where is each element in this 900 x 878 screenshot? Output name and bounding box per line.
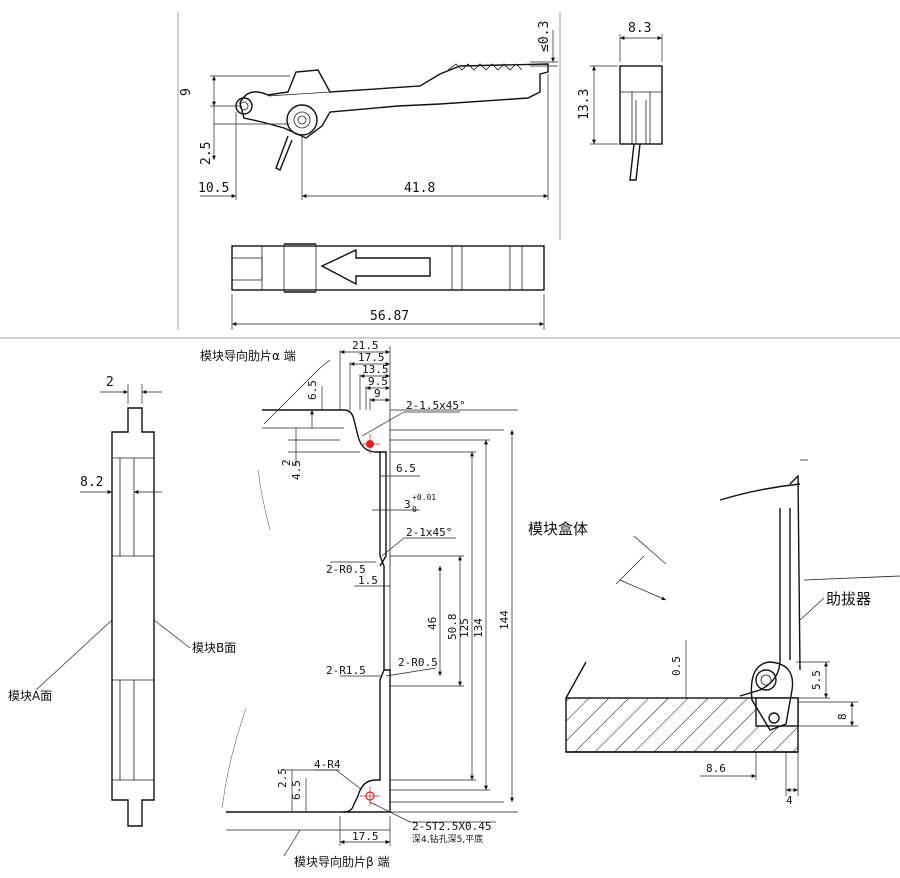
label-thread-note: 深4,钻孔深5,平底 bbox=[412, 833, 483, 845]
dim-6-5-right: 6.5 bbox=[396, 462, 416, 475]
dim-8: 8 bbox=[836, 713, 849, 720]
side-small-view: 8.3 13.3 bbox=[577, 21, 663, 181]
dim-3: 3 bbox=[404, 498, 411, 511]
dim-0-5: 0.5 bbox=[670, 656, 683, 676]
label-face-a: 模块A面 bbox=[8, 689, 52, 703]
label-lever: 助拔器 bbox=[826, 590, 871, 608]
label-thread: 2-ST2.5X0.45 bbox=[412, 820, 491, 833]
label-beta-end: 模块导向肋片β 端 bbox=[294, 854, 389, 869]
label-radius-r05-left: 2-R0.5 bbox=[326, 563, 366, 576]
dim-length-main: 41.8 bbox=[404, 181, 435, 196]
dim-3-tol: +0.01 bbox=[412, 493, 436, 502]
dim-2: 2 bbox=[280, 459, 293, 466]
dim-1-5: 1.5 bbox=[358, 574, 378, 587]
label-radius-r4: 4-R4 bbox=[314, 758, 341, 771]
top-dimensions: 9 2.5 10.5 41.8 ≤0.3 bbox=[179, 21, 558, 200]
dim-125: 125 bbox=[458, 618, 471, 638]
dim-5-5: 5.5 bbox=[810, 670, 823, 690]
center-view: 21.5 17.5 13.5 9.5 9 6.5 2 4.5 模块导向肋片α 端… bbox=[200, 339, 518, 869]
label-alpha-end: 模块导向肋片α 端 bbox=[200, 348, 296, 363]
dim-height-left: 9 bbox=[179, 88, 194, 96]
dim-4: 4 bbox=[786, 794, 793, 807]
dim-6-5-bottom: 6.5 bbox=[290, 780, 303, 800]
box-leader bbox=[633, 535, 667, 565]
label-chamfer-top: 2-1.5x45° bbox=[406, 399, 466, 412]
label-chamfer-mid: 2-1x45° bbox=[406, 526, 452, 539]
dim-21-5: 21.5 bbox=[352, 339, 379, 352]
dim-9-5: 9.5 bbox=[368, 375, 388, 388]
dim-4-5: 4.5 bbox=[290, 460, 303, 480]
dim-depth: 8.2 bbox=[80, 475, 103, 490]
dim-width: 8.3 bbox=[628, 21, 651, 36]
dim-height-side: 13.3 bbox=[577, 89, 592, 120]
dim-46: 46 bbox=[426, 617, 439, 630]
center-top-dims: 21.5 17.5 13.5 9.5 9 6.5 2 4.5 bbox=[280, 339, 391, 480]
label-radius-r05-right: 2-R0.5 bbox=[398, 656, 438, 669]
label-radius-r15: 2-R1.5 bbox=[326, 664, 366, 677]
dim-3-tol-low: 0 bbox=[412, 505, 417, 514]
right-view: 模块盒体 助拔器 0.5 5.5 8 8.6 4 bbox=[528, 459, 900, 807]
dim-top-width: 2 bbox=[106, 375, 114, 390]
dim-left-offset: 10.5 bbox=[198, 181, 229, 196]
dim-50-8: 50.8 bbox=[446, 614, 459, 641]
dim-17-5-top: 17.5 bbox=[358, 351, 385, 364]
dim-gap: ≤0.3 bbox=[537, 21, 552, 52]
dim-17-5-bottom: 17.5 bbox=[352, 830, 379, 843]
label-face-b: 模块B面 bbox=[192, 641, 236, 655]
lever-plan-view: 56.87 bbox=[231, 243, 545, 330]
dim-offset-small: 2.5 bbox=[199, 142, 214, 165]
dim-total-length: 56.87 bbox=[370, 309, 409, 324]
top-view: 9 2.5 10.5 41.8 ≤0.3 bbox=[177, 12, 663, 330]
dim-2-5-bottom: 2.5 bbox=[276, 768, 289, 788]
dim-8-6: 8.6 bbox=[706, 762, 726, 775]
label-box: 模块盒体 bbox=[528, 520, 588, 538]
dim-134: 134 bbox=[472, 618, 485, 638]
dim-9: 9 bbox=[374, 387, 381, 400]
left-view: 2 8.2 模块A面 模块B面 bbox=[8, 375, 236, 827]
lever-profile bbox=[235, 63, 549, 171]
center-right-dims: 46 50.8 125 134 144 bbox=[390, 409, 518, 813]
dim-6-5-top: 6.5 bbox=[306, 380, 319, 400]
dim-144: 144 bbox=[498, 610, 511, 630]
dim-13-5: 13.5 bbox=[362, 363, 389, 376]
